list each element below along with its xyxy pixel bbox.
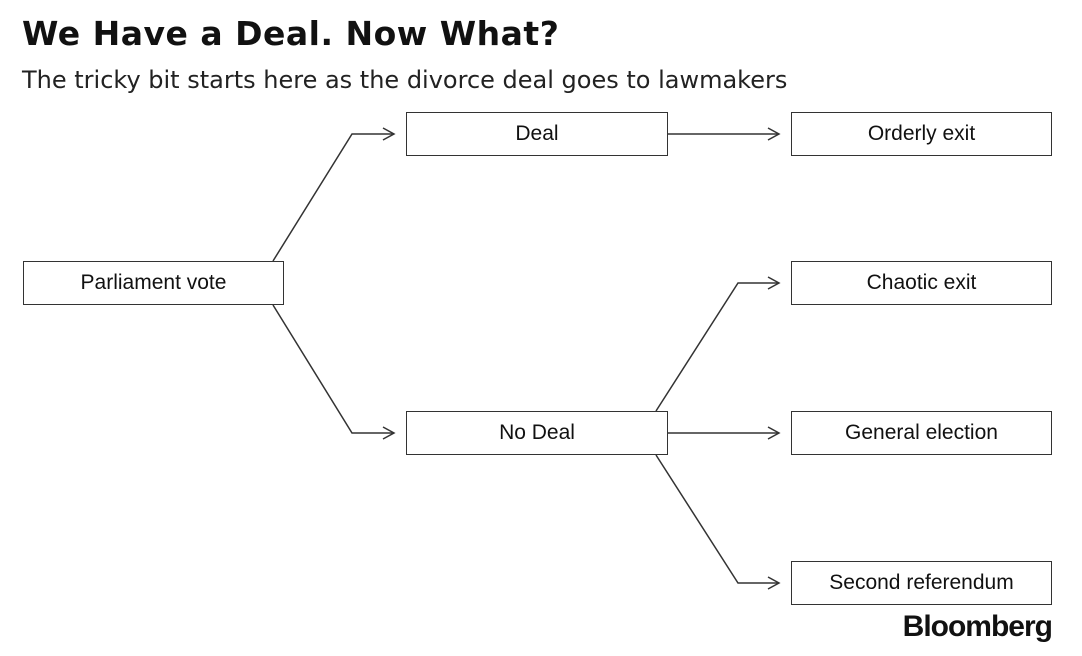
edge-no-deal-to-chaotic-exit — [655, 276, 781, 412]
node-label: Parliament vote — [80, 271, 227, 294]
node-label: General election — [845, 421, 998, 444]
node-general-election: General election — [791, 411, 1052, 455]
bloomberg-logo: Bloomberg — [902, 610, 1053, 643]
node-label: No Deal — [499, 421, 575, 444]
edge-vote-to-deal — [272, 127, 396, 262]
node-parliament-vote: Parliament vote — [23, 261, 284, 305]
node-no-deal: No Deal — [406, 411, 668, 455]
node-label: Chaotic exit — [866, 271, 977, 294]
edge-vote-to-no-deal — [272, 304, 396, 440]
node-label: Deal — [515, 122, 559, 145]
node-deal: Deal — [406, 112, 668, 156]
node-orderly-exit: Orderly exit — [791, 112, 1052, 156]
page-title: We Have a Deal. Now What? — [22, 14, 560, 53]
node-label: Second referendum — [829, 571, 1014, 594]
node-label: Orderly exit — [867, 122, 976, 145]
node-chaotic-exit: Chaotic exit — [791, 261, 1052, 305]
edge-no-deal-to-second-referendum — [655, 454, 781, 590]
page-subtitle: The tricky bit starts here as the divorc… — [22, 66, 788, 94]
node-second-referendum: Second referendum — [791, 561, 1052, 605]
